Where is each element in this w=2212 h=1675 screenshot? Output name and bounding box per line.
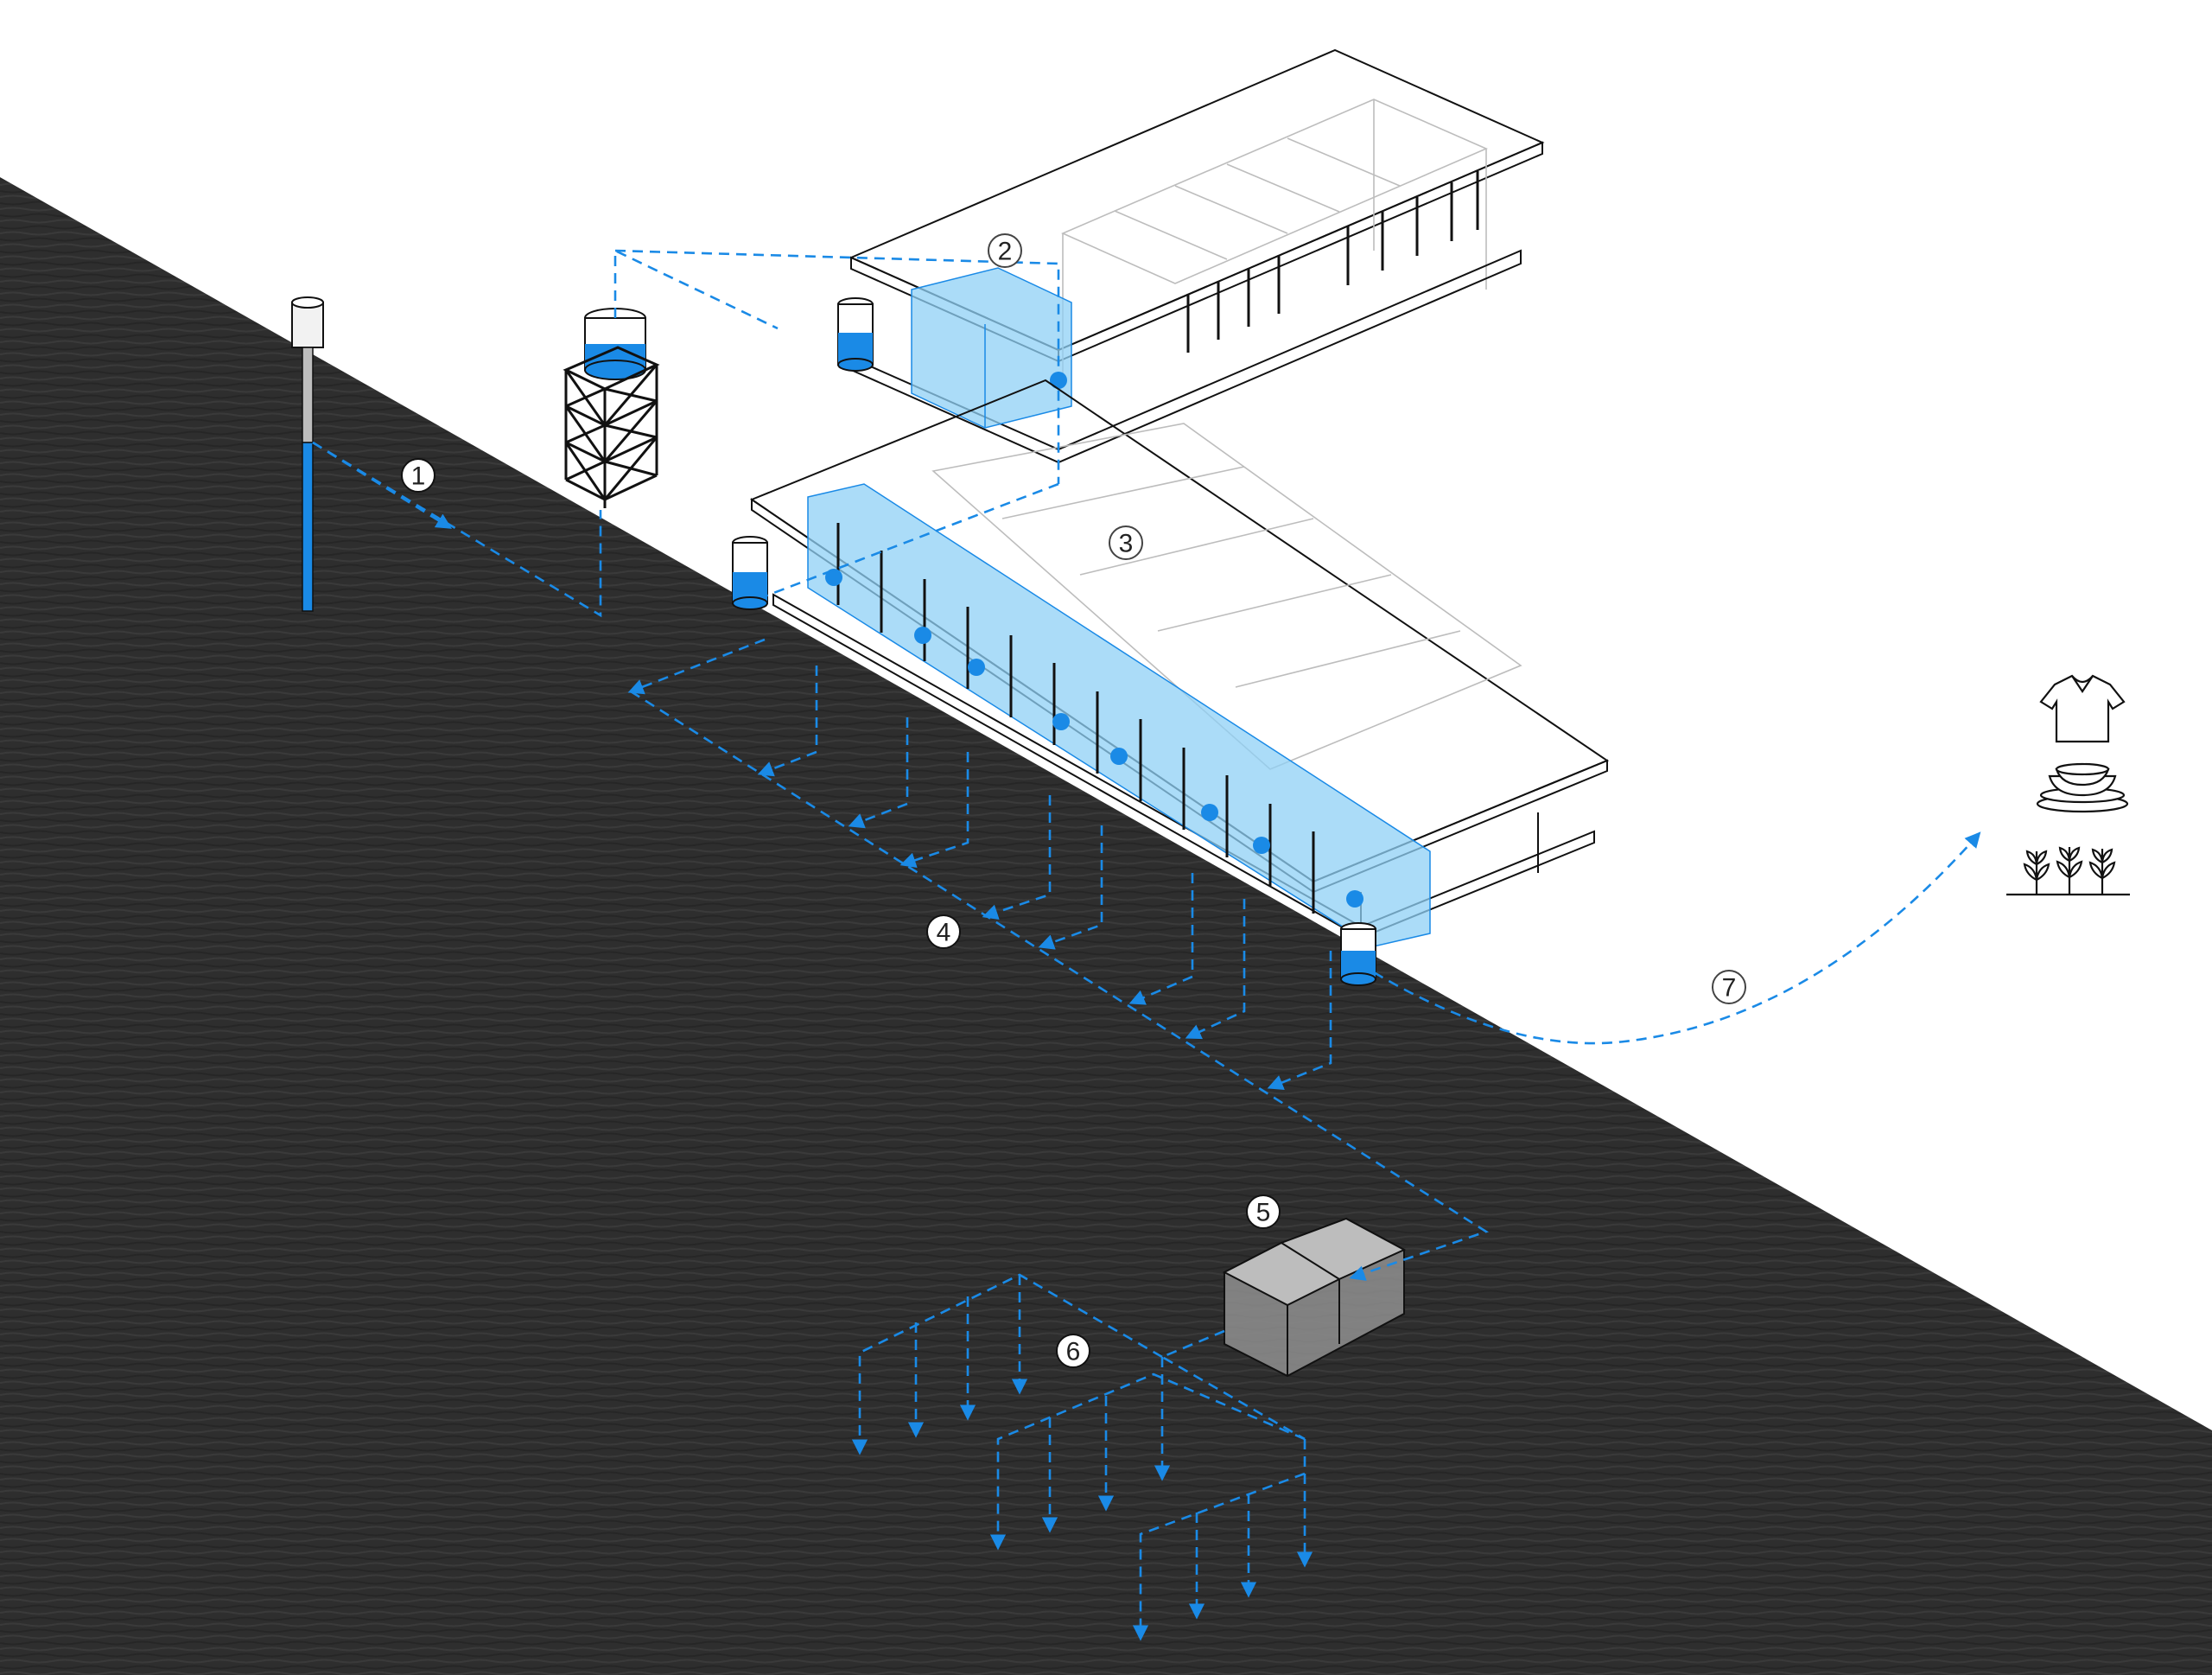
upper-building [849,48,1545,464]
water-tower [563,308,660,508]
well-pump [291,296,324,612]
greywater-tank [1340,922,1376,986]
shirt-icon [2039,674,2126,743]
upper-tank [837,297,874,372]
step-marker-1: 1 [401,458,435,493]
water-flow-lines [312,248,1981,1641]
ground-terrain [0,177,2212,1675]
plants-icon [2006,846,2130,896]
svg-text:5: 5 [1256,1199,1271,1227]
lower-left-tank [732,536,768,610]
step-marker-7: 7 [1712,970,1746,1004]
svg-text:1: 1 [411,462,426,491]
svg-text:3: 3 [1119,530,1134,558]
svg-text:7: 7 [1722,974,1737,1003]
step-marker-5: 5 [1246,1194,1281,1229]
step-marker-6: 6 [1056,1334,1090,1368]
septic-tank [1222,1217,1407,1378]
dishes-icon [2036,762,2129,813]
step-marker-3: 3 [1109,525,1143,560]
svg-text:2: 2 [998,238,1013,266]
step-marker-2: 2 [988,233,1022,268]
svg-text:4: 4 [937,919,951,947]
svg-text:6: 6 [1066,1338,1081,1366]
step-marker-4: 4 [926,914,961,949]
lower-building [749,379,1610,947]
